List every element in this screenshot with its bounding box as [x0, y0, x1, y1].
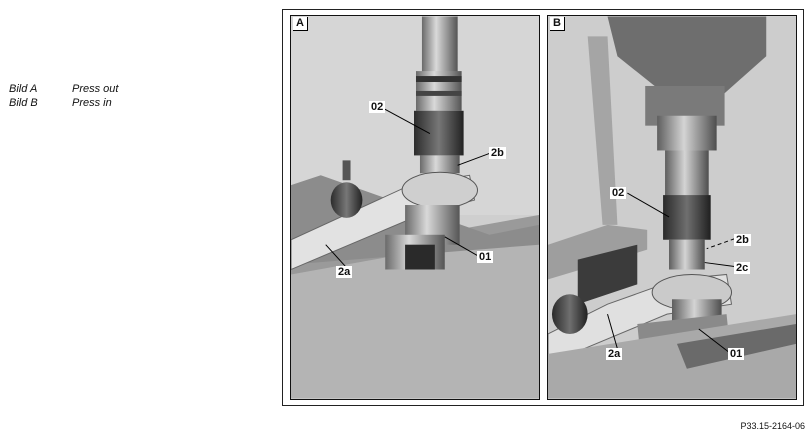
callout-2c: 2c: [734, 262, 751, 274]
panel-a-leaders: [325, 107, 490, 267]
legend-key: Bild B: [9, 97, 38, 109]
figure-reference: P33.15-2164-06: [740, 421, 805, 431]
panel-a: A 02 2b 01 2a: [290, 15, 540, 400]
figure-frame: A 02 2b 01 2a: [282, 9, 804, 406]
legend: Bild A Press out Bild B Press in: [9, 82, 118, 110]
panel-a-label: A: [293, 17, 308, 31]
callout-01: 01: [728, 348, 745, 360]
callout-2a: 2a: [336, 266, 353, 278]
legend-row-b: Bild B Press in: [9, 96, 118, 110]
callout-02: 02: [610, 187, 627, 199]
panel-b-photo: [548, 16, 796, 399]
callout-02: 02: [369, 101, 386, 113]
callout-2a: 2a: [606, 348, 623, 360]
panel-b: B 02 2b 2c 2a 01: [547, 15, 797, 400]
panel-a-photo: [291, 16, 539, 399]
panel-b-label: B: [550, 17, 565, 31]
legend-text: Press out: [72, 83, 119, 95]
legend-key: Bild A: [9, 83, 38, 95]
legend-text: Press in: [72, 97, 112, 109]
panel-b-leaders: [607, 192, 735, 353]
callout-2b: 2b: [489, 147, 506, 159]
callout-01: 01: [477, 251, 494, 263]
callout-2b: 2b: [734, 234, 751, 246]
legend-row-a: Bild A Press out: [9, 82, 118, 96]
